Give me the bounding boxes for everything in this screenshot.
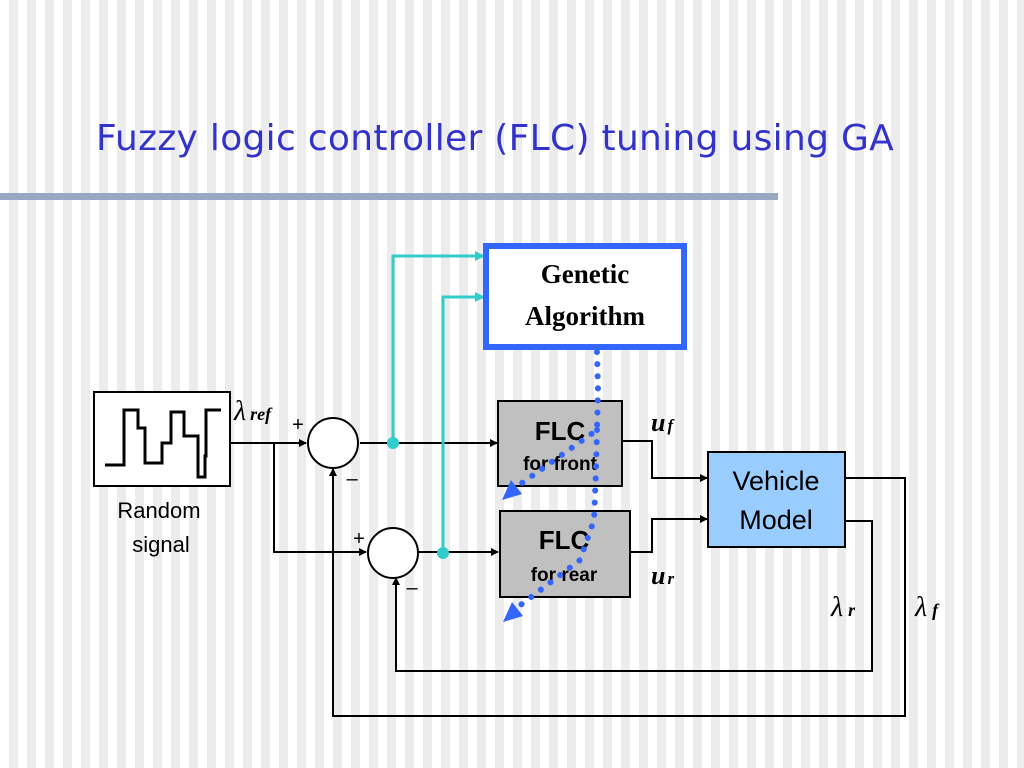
flc-front-title: FLC	[535, 416, 586, 446]
random-signal-label-line1: Random	[117, 498, 200, 523]
ga-tap-point-rear	[437, 547, 449, 559]
vehicle-model-block	[707, 451, 846, 548]
title-rule	[0, 193, 778, 200]
u-rear-symbol: u	[651, 561, 665, 590]
signal-wires	[230, 439, 906, 717]
ga-feed-lines	[391, 251, 485, 553]
ga-tap-point-front	[387, 437, 399, 449]
u-rear-subscript: r	[667, 569, 674, 588]
vehicle-model-line1: Vehicle	[732, 466, 819, 496]
ga-tuning-arrow-rear	[503, 602, 523, 622]
lambda-f-subscript: f	[932, 600, 940, 620]
lambda-r-subscript: r	[848, 600, 856, 620]
u-front-subscript: f	[667, 416, 675, 435]
genetic-algorithm-line1: Genetic	[541, 259, 629, 289]
junction-rear-minus: –	[406, 577, 418, 599]
slide-title: Fuzzy logic controller (FLC) tuning usin…	[96, 118, 895, 159]
lambda-ref-subscript: ref	[250, 404, 273, 424]
summing-junction-front	[307, 417, 359, 469]
genetic-algorithm-block	[483, 243, 687, 350]
flc-front-block	[497, 400, 623, 487]
vehicle-model-line2: Model	[739, 505, 813, 535]
summing-junction-rear	[367, 527, 419, 579]
junction-front-minus: –	[346, 468, 358, 490]
junction-front-plus: +	[292, 414, 304, 436]
flc-rear-block	[499, 510, 631, 598]
lambda-f-symbol: λ	[914, 592, 927, 623]
random-signal-waveform	[105, 408, 221, 479]
lambda-ref-symbol: λ	[233, 396, 246, 427]
random-signal-block	[93, 391, 231, 487]
ga-tuning-arrow-front	[502, 480, 522, 500]
ga-tuning-paths	[509, 349, 602, 613]
flc-rear-subtitle: for rear	[531, 565, 598, 586]
random-signal-label-line2: signal	[132, 532, 189, 557]
junction-rear-plus: +	[353, 528, 365, 550]
lambda-r-symbol: λ	[830, 592, 843, 623]
genetic-algorithm-line2: Algorithm	[525, 301, 645, 331]
u-front-symbol: u	[651, 408, 665, 437]
